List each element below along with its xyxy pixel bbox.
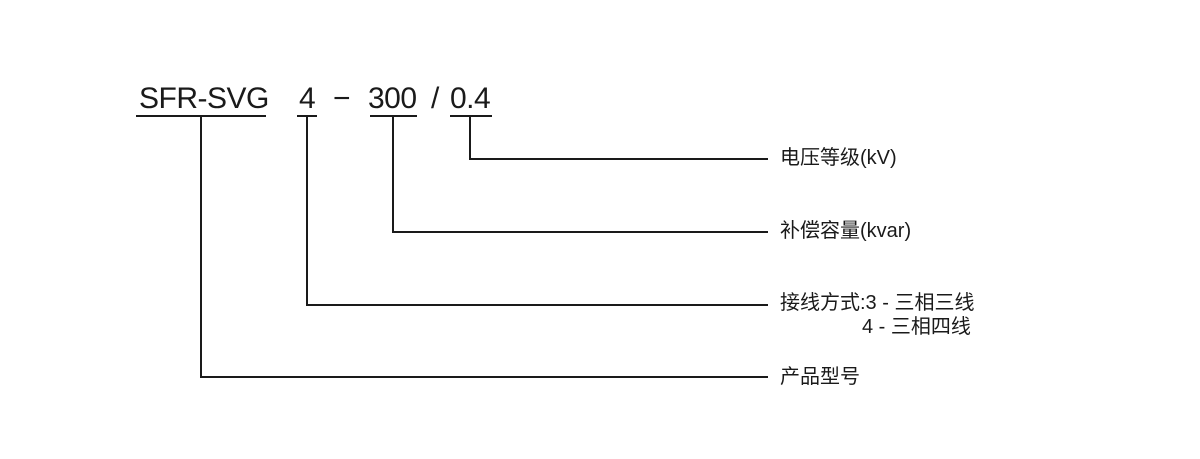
label-wiring-method-line1: 接线方式:3 - 三相三线 bbox=[780, 292, 975, 314]
connector-voltage-horizontal bbox=[469, 158, 768, 160]
label-voltage-grade: 电压等级(kV) bbox=[780, 147, 897, 169]
connector-voltage-vertical bbox=[469, 115, 471, 160]
connector-wiring-horizontal bbox=[306, 304, 768, 306]
separator-dash: − bbox=[333, 82, 351, 115]
label-wiring-method-line2: 4 - 三相四线 bbox=[862, 316, 971, 338]
connector-capacity-horizontal bbox=[392, 231, 768, 233]
model-segment-voltage-code: 0.4 bbox=[450, 82, 491, 115]
label-product-model: 产品型号 bbox=[780, 366, 860, 388]
connector-product-vertical bbox=[200, 115, 202, 378]
model-segment-wiring-code: 4 bbox=[299, 82, 316, 115]
connector-product-horizontal bbox=[200, 376, 768, 378]
separator-slash: / bbox=[431, 82, 439, 115]
label-compensation-capacity: 补偿容量(kvar) bbox=[780, 220, 912, 242]
model-segment-series: SFR-SVG bbox=[139, 82, 269, 115]
model-segment-capacity-code: 300 bbox=[368, 82, 417, 115]
connector-wiring-vertical bbox=[306, 115, 308, 306]
underline-voltage bbox=[450, 115, 492, 117]
connector-capacity-vertical bbox=[392, 115, 394, 233]
